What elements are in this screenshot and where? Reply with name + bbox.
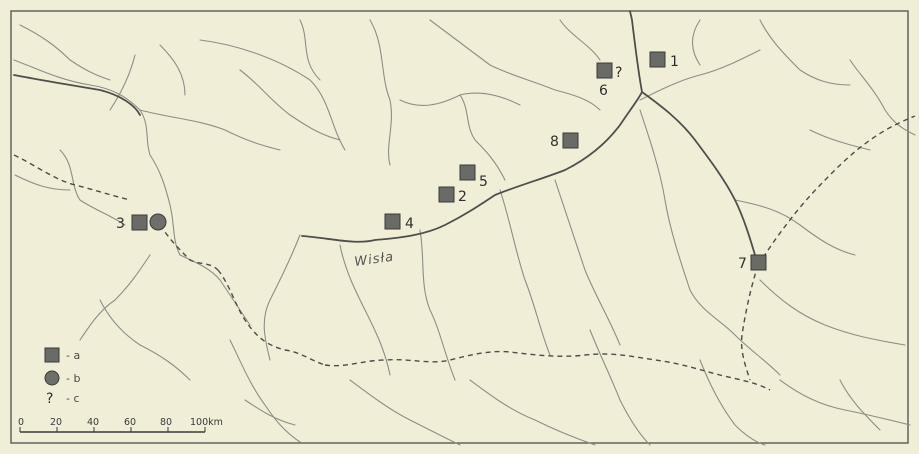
- site-6: ? 6: [596, 62, 622, 99]
- site-4: 4: [384, 213, 414, 232]
- site-4-label: 4: [405, 216, 414, 232]
- site-5-square-icon: [459, 164, 476, 181]
- river-label: Wisła: [353, 250, 395, 270]
- legend: - a - b ? - c: [44, 347, 80, 407]
- site-8: 8: [550, 132, 579, 150]
- scale-label-40: 40: [87, 417, 99, 428]
- legend-b-text: - b: [66, 372, 80, 385]
- scale-label-80: 80: [160, 417, 172, 428]
- site-3: 3: [116, 213, 167, 232]
- map-frame: [10, 10, 909, 444]
- scale-label-20: 20: [50, 417, 62, 428]
- site-6-uncertain-mark: ?: [615, 65, 622, 81]
- site-5: 5: [459, 164, 488, 190]
- site-1-label: 1: [670, 54, 679, 70]
- site-7-label: 7: [738, 256, 747, 272]
- scale-bar: 0 20 40 60 80 100km: [18, 417, 223, 433]
- site-1-square-icon: [649, 51, 666, 68]
- tributary-rivers: [13, 19, 916, 446]
- site-3-square-icon: [131, 214, 148, 231]
- site-7: 7: [738, 254, 767, 272]
- legend-c-text: - c: [66, 392, 80, 405]
- site-8-label: 8: [550, 134, 559, 150]
- site-1: 1: [649, 51, 679, 70]
- legend-a-text: - a: [66, 349, 80, 362]
- site-3-circle-icon: [149, 213, 167, 231]
- site-2-square-icon: [438, 186, 455, 203]
- legend-circle-icon: [44, 370, 60, 386]
- legend-square-icon: [44, 347, 60, 363]
- site-3-label: 3: [116, 216, 125, 232]
- site-2-label: 2: [458, 189, 467, 205]
- site-7-square-icon: [750, 254, 767, 271]
- scale-label-60: 60: [124, 417, 136, 428]
- scale-label-0: 0: [18, 417, 24, 428]
- river-wisla: [13, 10, 759, 266]
- site-4-square-icon: [384, 213, 401, 230]
- site-5-label: 5: [479, 174, 488, 190]
- site-8-square-icon: [562, 132, 579, 149]
- scale-label-100: 100km: [190, 417, 223, 428]
- site-6-square-icon: [596, 62, 613, 79]
- borders: [13, 115, 916, 391]
- site-6-label: 6: [599, 83, 608, 99]
- legend-question-mark: ?: [46, 391, 53, 407]
- site-2: 2: [438, 186, 467, 205]
